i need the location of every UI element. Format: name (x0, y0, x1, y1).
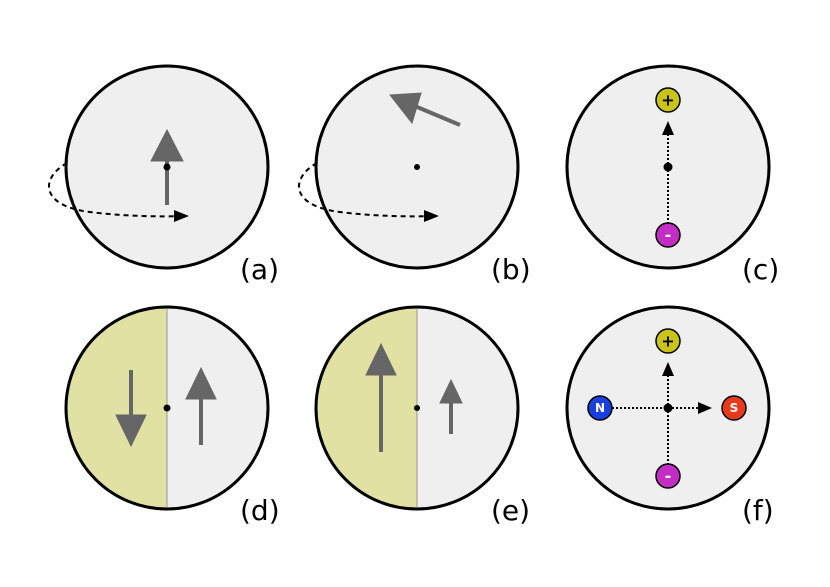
panel-f: + - N S (f) (565, 305, 774, 527)
panel-f-center-dot (663, 403, 673, 413)
panel-a-rotation-path (48, 162, 187, 218)
panel-f-north-label: N (595, 401, 605, 415)
panel-d-center-dot (163, 404, 171, 412)
panel-e-long-arrowhead (365, 342, 397, 376)
panel-f-positive-pole: + (655, 328, 681, 354)
panel-e-left-half (316, 307, 417, 509)
panel-f-vertical-arrowhead (662, 362, 674, 376)
panel-b-label: (b) (491, 253, 531, 286)
panel-e: (e) (314, 305, 530, 527)
panel-c-negative-label: - (665, 226, 672, 245)
panel-a: (a) (48, 64, 279, 286)
panel-b-rotation-arrowhead (424, 210, 439, 222)
panel-e-label: (e) (491, 494, 530, 527)
panel-d-label: (d) (240, 494, 280, 527)
panel-f-positive-label: + (661, 332, 674, 351)
panel-c-positive-pole: + (655, 87, 681, 113)
panel-d-up-arrowhead (185, 366, 217, 400)
panel-f-horizontal-arrowhead (698, 402, 712, 414)
panel-c-positive-label: + (661, 91, 674, 110)
panel-f-south-pole: S (721, 395, 747, 421)
panel-b-spin-shaft (409, 102, 461, 127)
panel-e-center-dot (414, 405, 420, 411)
panel-e-circle-outline (314, 305, 520, 511)
panel-d: (d) (64, 305, 280, 527)
panel-c-dipole-arrowhead (662, 121, 674, 135)
panel-c-negative-pole: - (655, 222, 681, 248)
panel-f-north-pole: N (587, 395, 613, 421)
panel-d-circle-outline (64, 305, 270, 511)
panel-a-center-dot (163, 163, 171, 171)
panel-a-spin-arrowhead (150, 128, 184, 162)
panel-d-down-arrowhead (115, 414, 147, 448)
panel-f-label: (f) (742, 494, 774, 527)
panel-f-negative-pole: - (655, 463, 681, 489)
panel-a-label: (a) (240, 253, 279, 286)
panel-c-center-dot (663, 162, 673, 172)
panel-f-south-label: S (730, 401, 739, 415)
panel-b-rotation-path (298, 162, 437, 218)
panel-c: + - (c) (565, 64, 779, 286)
panel-b: (b) (298, 64, 531, 286)
panel-f-negative-label: - (665, 467, 672, 486)
panel-b-center-dot (414, 164, 420, 170)
panel-d-left-half (66, 307, 167, 509)
panel-b-spin-arrowhead (389, 92, 422, 125)
panel-e-short-arrowhead (439, 378, 463, 404)
panel-a-rotation-arrowhead (174, 210, 189, 222)
panel-c-label: (c) (742, 253, 779, 286)
